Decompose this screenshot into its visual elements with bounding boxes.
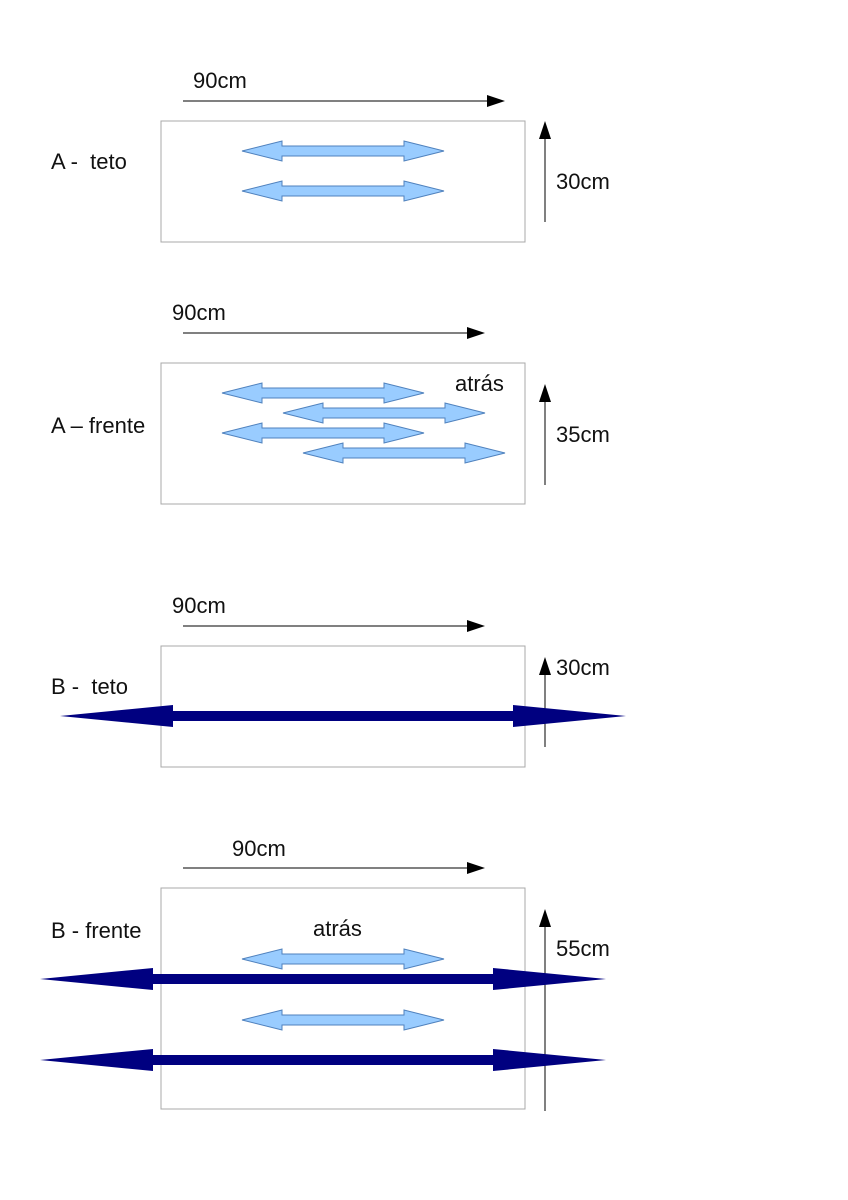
width-arrowhead-icon xyxy=(467,327,485,339)
double-arrow-icon xyxy=(221,422,425,444)
panel-b-frente-box xyxy=(160,887,526,1110)
height-arrowhead-icon xyxy=(539,121,551,139)
panel-label: A - teto xyxy=(51,149,127,174)
width-arrowhead-icon xyxy=(487,95,505,107)
double-arrow-icon xyxy=(40,968,606,990)
width-arrowhead-icon xyxy=(467,620,485,632)
height-arrowhead-icon xyxy=(539,909,551,927)
width-label: 90cm xyxy=(172,300,226,325)
width-label: 90cm xyxy=(193,68,247,93)
height-arrowhead-icon xyxy=(539,384,551,402)
panel-b-teto-box xyxy=(160,645,526,768)
panel-a-frente-box xyxy=(160,362,526,505)
panel-b-teto: 90cm 30cm B - teto xyxy=(51,593,626,768)
panel-a-frente: 90cm 35cm A – frente atrás xyxy=(51,300,610,505)
width-label: 90cm xyxy=(232,836,286,861)
double-arrow-icon xyxy=(241,1009,445,1031)
double-arrow-icon xyxy=(40,1049,606,1071)
height-label: 55cm xyxy=(556,936,610,961)
height-label: 35cm xyxy=(556,422,610,447)
panel-label: B - frente xyxy=(51,918,141,943)
double-arrow-icon xyxy=(241,948,445,970)
double-arrow-icon xyxy=(60,705,626,727)
height-arrowhead-icon xyxy=(539,657,551,675)
height-label: 30cm xyxy=(556,655,610,680)
back-label: atrás xyxy=(455,371,504,396)
panel-a-teto: 90cm 30cm A - teto xyxy=(51,68,610,243)
double-arrow-icon xyxy=(241,180,445,202)
double-arrow-icon xyxy=(302,442,506,464)
double-arrow-icon xyxy=(241,140,445,162)
back-label: atrás xyxy=(313,916,362,941)
double-arrow-icon xyxy=(282,402,486,424)
panel-label: A – frente xyxy=(51,413,145,438)
height-label: 30cm xyxy=(556,169,610,194)
panel-b-frente: 90cm 55cm B - frente atrás xyxy=(40,836,610,1111)
width-arrowhead-icon xyxy=(467,862,485,874)
panel-a-teto-box xyxy=(160,120,526,243)
double-arrow-icon xyxy=(221,382,425,404)
panel-label: B - teto xyxy=(51,674,128,699)
width-label: 90cm xyxy=(172,593,226,618)
